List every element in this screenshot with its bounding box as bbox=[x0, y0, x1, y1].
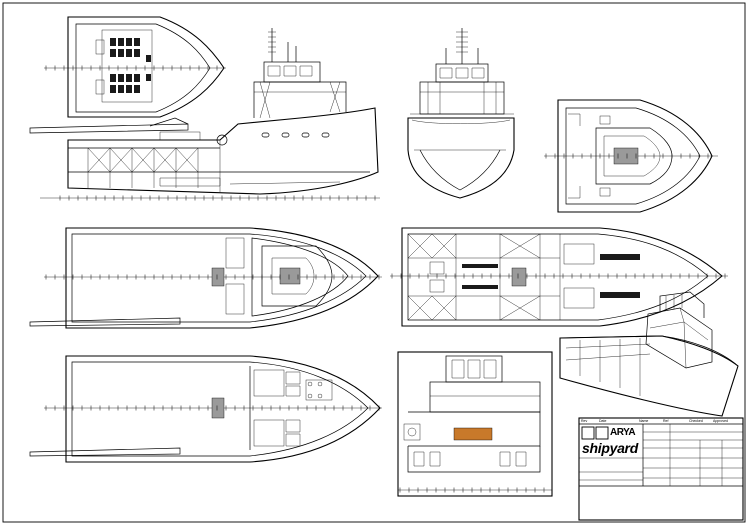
title-header-date: Date bbox=[599, 419, 607, 423]
bridge-plan-view bbox=[544, 99, 718, 213]
cross-section-ticks bbox=[399, 487, 545, 493]
isometric-render-view bbox=[559, 291, 739, 417]
title-header-checked: Checked bbox=[689, 419, 703, 423]
company-logo: ARYA bbox=[610, 426, 642, 440]
company-name: shipyard bbox=[582, 440, 638, 456]
front-section-view bbox=[407, 28, 515, 199]
profile-elevation-view bbox=[29, 28, 380, 199]
lower-deck-ticks bbox=[45, 405, 380, 411]
title-block bbox=[578, 417, 744, 521]
tank-top-ticks bbox=[391, 273, 726, 279]
main-deck-plan-view bbox=[29, 227, 382, 329]
logo-mark-text: ARYA bbox=[610, 427, 636, 438]
tank-top-plan-view bbox=[390, 227, 728, 327]
title-header-approved: Approved bbox=[713, 419, 728, 423]
profile-bracing bbox=[87, 140, 221, 192]
title-header-name: Name bbox=[639, 419, 649, 423]
main-deck-ticks bbox=[45, 274, 380, 280]
cross-section-view bbox=[397, 351, 553, 497]
profile-baseline-ticks bbox=[59, 195, 376, 201]
title-header-row: Rev Date Name Ref Checked Approved bbox=[581, 418, 743, 424]
lower-deck-galley bbox=[285, 371, 301, 447]
title-header-rev: Rev bbox=[581, 419, 588, 423]
bridge-plan-ticks bbox=[545, 153, 709, 159]
lower-deck-plan-view bbox=[29, 355, 382, 463]
title-header-ref: Ref bbox=[663, 419, 669, 423]
bow-plan-view bbox=[44, 16, 226, 118]
tank-top-bracing bbox=[407, 233, 561, 321]
bow-plan-seats bbox=[110, 38, 151, 93]
bow-plan-ticks bbox=[45, 65, 218, 71]
